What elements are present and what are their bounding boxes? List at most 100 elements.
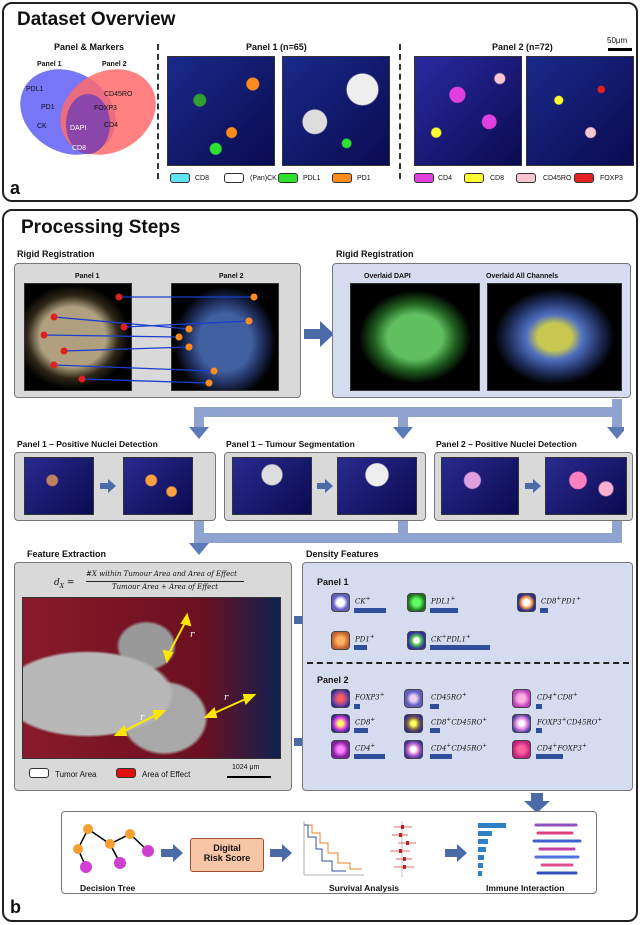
- step2-arrow: [317, 479, 333, 493]
- scale-bar-b: [227, 776, 271, 778]
- feat-ckpdl1-icon: [407, 631, 426, 650]
- survival-plot: [303, 821, 364, 876]
- feat-pdl1-icon: [407, 593, 426, 612]
- venn-pdl1: PDL1: [26, 86, 44, 93]
- flow-arrows-top: [189, 399, 624, 439]
- feat-cd4cd8-sup1: +: [552, 692, 558, 698]
- formula-lhs: dX =: [54, 578, 75, 590]
- feat-pdl1: PDL1+: [431, 596, 455, 605]
- scale-50: 50μm: [607, 36, 628, 45]
- feat-ck: CK+: [355, 596, 370, 605]
- forest-plot: [390, 821, 416, 877]
- feat-ck-bar: [354, 608, 386, 613]
- venn-foxp3: FOXP3: [94, 105, 117, 112]
- micrograph-p2-b: [526, 56, 634, 166]
- legend-pd1: PD1: [357, 175, 371, 182]
- density-box: [302, 562, 633, 791]
- legend-ck: (Pan)CK: [250, 175, 277, 182]
- panel1-title: Panel 1 (n=65): [246, 42, 307, 52]
- feat-cd8cd45ro-a: CD8: [431, 718, 447, 727]
- feat-cd4cd8-b: CD8: [557, 693, 573, 702]
- venn-diagram: [20, 69, 156, 155]
- rigid2-title: Rigid Registration: [336, 249, 414, 259]
- feat-cd8cd45ro-sup1: +: [446, 717, 452, 723]
- arrow-survival-immune: [445, 844, 467, 862]
- legend-ck-swatch: [224, 173, 244, 183]
- feat-ck-name: CK: [355, 597, 366, 606]
- feat-cd4foxp3-b: FOXP3: [557, 744, 582, 753]
- feat-cd8-sup: +: [370, 717, 376, 723]
- feat-ck-sup: +: [365, 596, 371, 602]
- feat-cd8-icon: [331, 714, 350, 733]
- feat-cd4cd45ro-a: CD4: [431, 744, 447, 753]
- feat-cd4-icon: [331, 740, 350, 759]
- feat-cd4foxp3-icon: [512, 740, 531, 759]
- survival-label: Survival Analysis: [329, 883, 400, 893]
- legend-foxp3-swatch: [574, 173, 594, 183]
- panel-b-title: Processing Steps: [21, 217, 181, 238]
- overlay-all-label: Overlaid All Channels: [486, 273, 559, 280]
- feat-cd4-sup: +: [370, 743, 376, 749]
- feat-cd8-name: CD8: [355, 718, 371, 727]
- r-label-3: r: [140, 713, 145, 723]
- scale-bar-a: [608, 48, 632, 51]
- feat-cd4foxp3-a: CD4: [537, 744, 553, 753]
- step3-before: [441, 457, 519, 515]
- feat-pd1-name: PD1: [355, 635, 370, 644]
- feat-pd1: PD1+: [355, 634, 375, 643]
- panel-b-letter: b: [10, 897, 21, 917]
- feat-cd8cd45ro-bar: [430, 728, 440, 733]
- legend-tumor: Tumor Area: [55, 770, 97, 779]
- feat-cd4foxp3: CD4+FOXP3+: [537, 743, 587, 752]
- feat-cd8cd45ro-icon: [404, 714, 423, 733]
- formula-numerator: #X within Tumour Area and Area of Effect: [86, 570, 237, 578]
- step2-before: [232, 457, 312, 515]
- legend-cd8b-swatch: [464, 173, 484, 183]
- flow-arrows-mid: [189, 521, 622, 555]
- legend-pdl1-swatch: [278, 173, 298, 183]
- feat-pdl1-sup: +: [450, 596, 456, 602]
- arrow-rigid: [304, 321, 334, 347]
- feat-ckpdl1: CK+PDL1+: [431, 634, 471, 643]
- feat-cd8pd1-sup2: +: [576, 596, 581, 602]
- panel-a: Dataset Overview a Panel & Markers Panel…: [2, 2, 638, 202]
- feat-cd4foxp3-sup1: +: [552, 743, 558, 749]
- feat-pd1-icon: [331, 631, 350, 650]
- decision-tree-icon: [73, 824, 154, 873]
- feat-ckpdl1-sup2: +: [465, 634, 471, 640]
- step1-before: [24, 457, 94, 515]
- step1-title: Panel 1 – Positive Nuclei Detection: [17, 439, 158, 449]
- feat-cd8cd45ro: CD8+CD45RO+: [431, 717, 487, 726]
- feat-cd4foxp3-sup2: +: [581, 743, 587, 749]
- panel-a-letter: a: [10, 178, 21, 198]
- legend-cd8: CD8: [195, 175, 210, 182]
- step2-title: Panel 1 – Tumour Segmentation: [226, 439, 355, 449]
- overlay-dapi-image: [350, 283, 480, 391]
- feat-cd8pd1-icon: [517, 593, 536, 612]
- micrograph-p1-b: [282, 56, 390, 166]
- formula-d: d: [54, 578, 60, 588]
- arrow-down-bottom: [524, 793, 550, 813]
- feat-ckpdl1-a: CK: [431, 635, 442, 644]
- feat-cd4cd8-sup2: +: [572, 692, 578, 698]
- feat-cd8cd45ro-sup2: +: [482, 717, 488, 723]
- decision-tree-label: Decision Tree: [80, 883, 136, 893]
- immune-label: Immune Interaction: [486, 883, 565, 893]
- panel-b: Processing Steps b Rigid Registration Pa…: [2, 209, 638, 922]
- feature-title: Feature Extraction: [27, 549, 107, 559]
- venn-ck: CK: [37, 123, 47, 130]
- formula-x: X: [59, 582, 65, 590]
- feat-cd8: CD8+: [355, 717, 375, 726]
- density-p1-title: Panel 1: [317, 577, 349, 587]
- feat-cd4cd8-icon: [512, 689, 531, 708]
- step3-arrow: [525, 479, 541, 493]
- feat-ckpdl1-b: PDL1: [446, 635, 466, 644]
- feat-pd1-bar: [354, 645, 367, 650]
- arrow-tree-risk: [161, 844, 183, 862]
- scale-b: 1024 μm: [232, 764, 260, 771]
- feat-cd45ro: CD45RO+: [431, 692, 467, 701]
- panel2-title: Panel 2 (n=72): [492, 42, 553, 52]
- legend-cd8b: CD8: [490, 175, 505, 182]
- feat-cd4cd8-a: CD4: [537, 693, 553, 702]
- feat-cd4cd45ro-bar: [430, 754, 452, 759]
